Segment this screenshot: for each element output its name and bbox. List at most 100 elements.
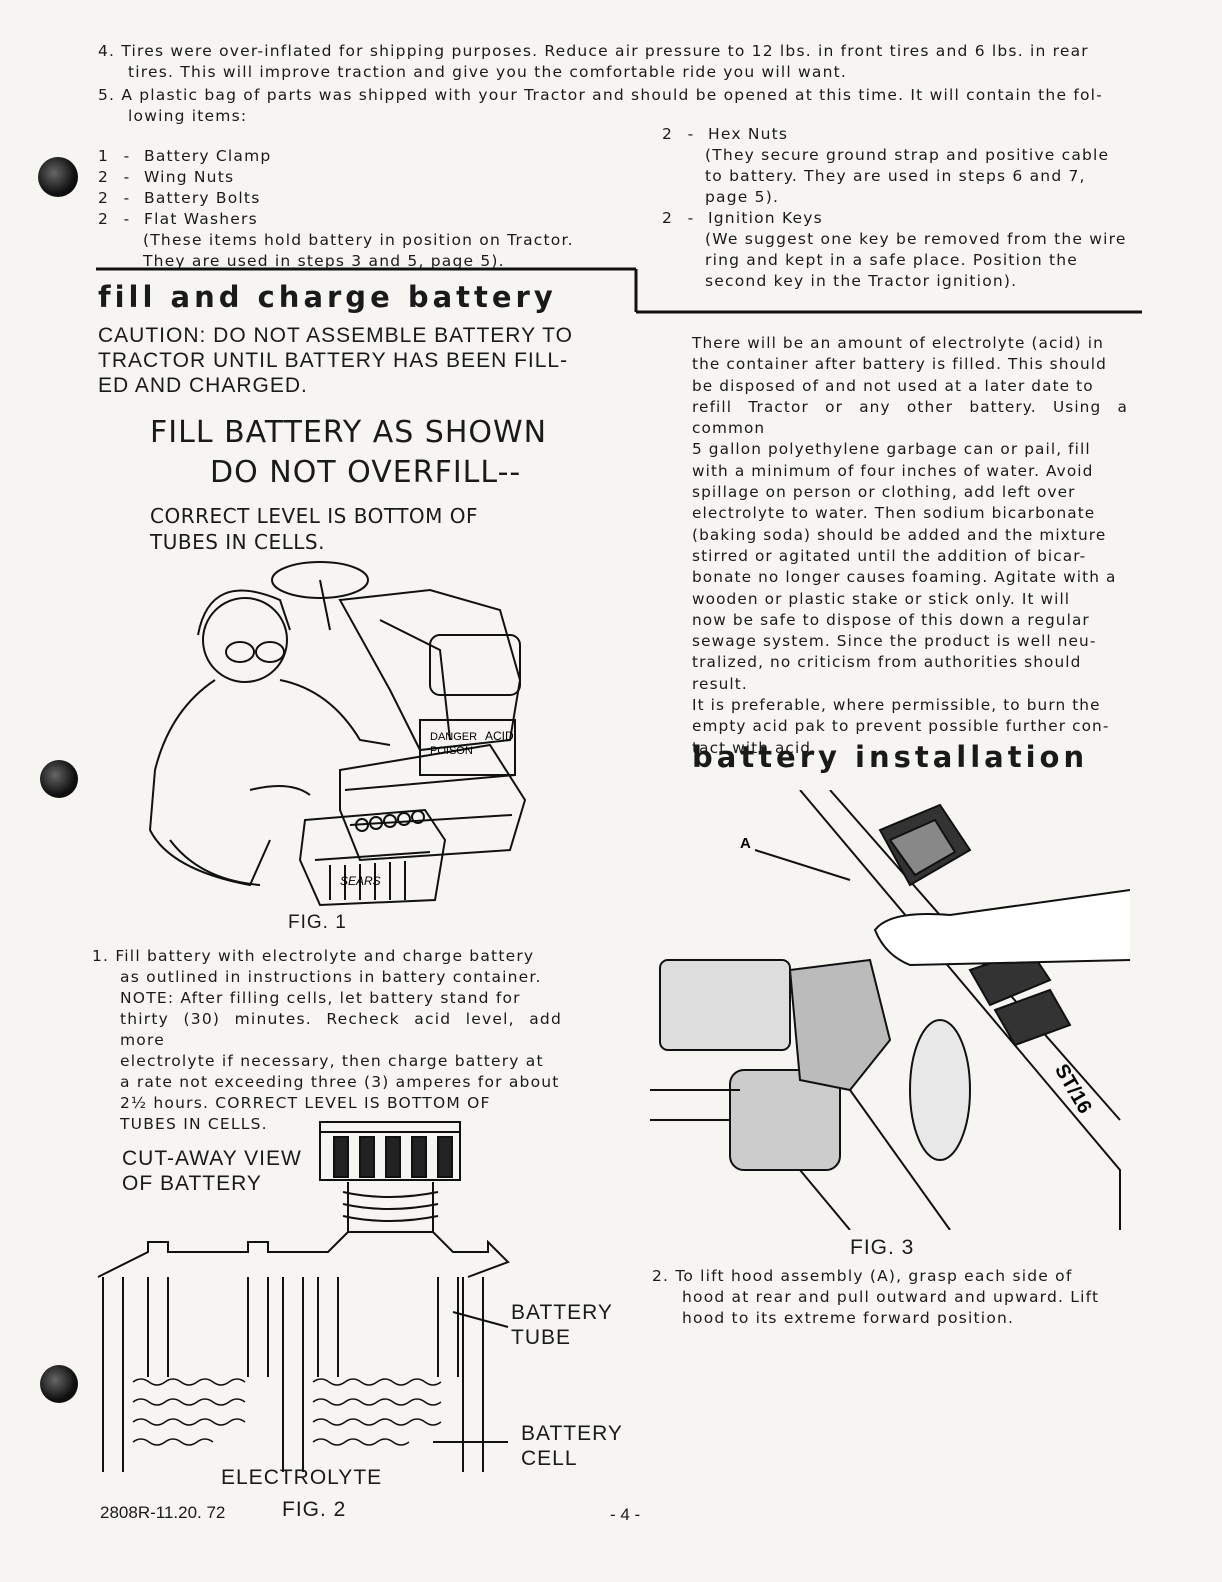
para-line: tralized, no criticism from authorities … (692, 653, 1082, 672)
keys-note: (We suggest one key be removed from the … (662, 229, 1142, 292)
electrolyte-disposal-paragraph: There will be an amount of electrolyte (… (692, 333, 1128, 759)
battery-tube-left (147, 1277, 269, 1377)
cutaway-line: OF BATTERY (122, 1172, 262, 1195)
para-line: electrolyte to water. Then sodium bicarb… (692, 504, 1096, 523)
box-text-poison: POISON (430, 745, 473, 757)
part-dash: - (123, 147, 131, 165)
burn-line: It is preferable, where permissible, to … (692, 696, 1101, 715)
para-line: refill Tractor or any other battery. Usi… (692, 397, 1128, 438)
part-row: 2-Battery Bolts (98, 188, 618, 209)
step2-line: hood to its extreme forward position. (682, 1309, 1015, 1327)
fuel-tank (659, 959, 791, 1051)
parts-note-2: They are used in steps 3 and 5, page 5). (143, 252, 505, 270)
part-name: Flat Washers (144, 210, 258, 228)
cell-label-line: CELL (521, 1447, 578, 1470)
part-qty: 1 (98, 147, 110, 165)
hex-note: (They secure ground strap and positive c… (662, 145, 1142, 208)
para-line: (baking soda) should be added and the mi… (692, 525, 1107, 544)
part-dash: - (123, 210, 131, 228)
battery-walls (102, 1277, 484, 1472)
keys-note-line: second key in the Tractor ignition). (705, 272, 1018, 290)
burn-line: empty acid pak to prevent possible furth… (692, 717, 1110, 736)
cutaway-line: CUT-AWAY VIEW (122, 1147, 302, 1170)
caution-line: ED AND CHARGED. (98, 374, 308, 397)
part-dash: - (123, 189, 131, 207)
step1-line: a rate not exceeding three (3) amperes f… (120, 1073, 560, 1091)
step-2: 2. To lift hood assembly (A), grasp each… (652, 1266, 1122, 1329)
battery-crate (339, 743, 527, 862)
pointer-a (754, 849, 851, 881)
fig2-caption: FIG. 2 (282, 1498, 347, 1521)
part-qty: 2 (662, 209, 674, 227)
step-1: 1. Fill battery with electrolyte and cha… (92, 946, 562, 1135)
para-line: bonate no longer causes foaming. Agitate… (692, 568, 1117, 587)
acid-box (419, 719, 516, 776)
fig2-cutaway-drawing (97, 1121, 510, 1472)
step2-line: hood at rear and pull outward and upward… (682, 1288, 1100, 1306)
hex-note-line: (They secure ground strap and positive c… (705, 146, 1110, 164)
para-line: wooden or plastic stake or stick only. I… (692, 589, 1071, 608)
tube-pointer (452, 1311, 509, 1328)
part-row: 2-Hex Nuts (662, 124, 1142, 145)
mechanic-body (148, 679, 271, 887)
parts-note-1: (These items hold battery in position on… (143, 231, 574, 249)
part-dash: - (687, 125, 695, 143)
fig1-caption: FIG. 1 (288, 912, 347, 933)
section-heading-fill: fill and charge battery (98, 280, 557, 314)
tube-label-line: BATTERY (511, 1301, 613, 1324)
tractor-body (338, 588, 522, 752)
steering-wheel (271, 561, 369, 599)
item-5: 5. A plastic bag of parts was shipped wi… (98, 86, 1103, 104)
battery-cell-label: BATTERY CELL (521, 1421, 623, 1471)
fig1-line4: TUBES IN CELLS. (150, 530, 325, 554)
caution-text: CAUTION: DO NOT ASSEMBLE BATTERY TO TRAC… (98, 323, 598, 398)
label-a: A (740, 835, 751, 852)
item-4-cont: tires. This will improve traction and gi… (128, 63, 848, 81)
part-row: 1-Battery Clamp (98, 146, 618, 167)
tube-label-line: TUBE (511, 1326, 572, 1349)
para-line: now be safe to dispose of this down a re… (692, 610, 1090, 629)
part-row: 2-Flat Washers (98, 209, 618, 230)
part-name: Hex Nuts (708, 125, 789, 143)
para-line: the container after battery is filled. T… (692, 355, 1107, 374)
step2-line: 2. To lift hood assembly (A), grasp each… (652, 1267, 1073, 1285)
step1-line: 1. Fill battery with electrolyte and cha… (92, 947, 535, 965)
electrolyte-waves (132, 1378, 442, 1446)
document-code: 2808R-11.20. 72 (100, 1503, 226, 1522)
part-qty: 2 (662, 125, 674, 143)
para-line: stirred or agitated until the addition o… (692, 546, 1087, 565)
part-name: Battery Clamp (144, 147, 272, 165)
battery-tube-right (317, 1277, 459, 1377)
cutaway-label: CUT-AWAY VIEW OF BATTERY (122, 1146, 302, 1196)
part-dash: - (687, 209, 695, 227)
part-row: 2-Ignition Keys (662, 208, 1142, 229)
burn-line: tact with acid. (692, 738, 818, 757)
mechanic-head (202, 597, 288, 683)
electrolyte-label: ELECTROLYTE (221, 1466, 383, 1489)
part-qty: 2 (98, 168, 110, 186)
parts-list-right: 2-Hex Nuts (They secure ground strap and… (662, 124, 1142, 292)
para-line: sewage system. Since the product is well… (692, 632, 1097, 651)
keys-note-line: (We suggest one key be removed from the … (705, 230, 1127, 248)
caution-line: CAUTION: DO NOT ASSEMBLE BATTERY TO (98, 324, 573, 347)
para-line: There will be an amount of electrolyte (… (692, 334, 1104, 352)
part-qty: 2 (98, 210, 110, 228)
item-4: 4. Tires were over-inflated for shipping… (98, 42, 1089, 60)
section-divider (96, 267, 1142, 314)
fig1-line3: CORRECT LEVEL IS BOTTOM OF (150, 504, 479, 528)
engine (429, 634, 521, 696)
step1-line: as outlined in instructions in battery c… (120, 968, 542, 986)
part-name: Battery Bolts (144, 189, 261, 207)
fig1-illustration: DANGER POISON ACID SEARS (148, 561, 527, 907)
part-name: Ignition Keys (708, 209, 823, 227)
item-5-cont: lowing items: (128, 107, 248, 125)
fig3-photo: A ST/16 (650, 790, 1130, 1230)
hex-note-line: page 5). (705, 188, 780, 206)
para-line: 5 gallon polyethylene garbage can or pai… (692, 440, 1091, 459)
binder-hole-bottom (40, 1365, 78, 1403)
cell-label-line: BATTERY (521, 1422, 623, 1445)
part-row: 2-Wing Nuts (98, 167, 618, 188)
para-line: be disposed of and not used at a later d… (692, 376, 1094, 395)
section-heading-install: battery installation (692, 740, 1089, 774)
